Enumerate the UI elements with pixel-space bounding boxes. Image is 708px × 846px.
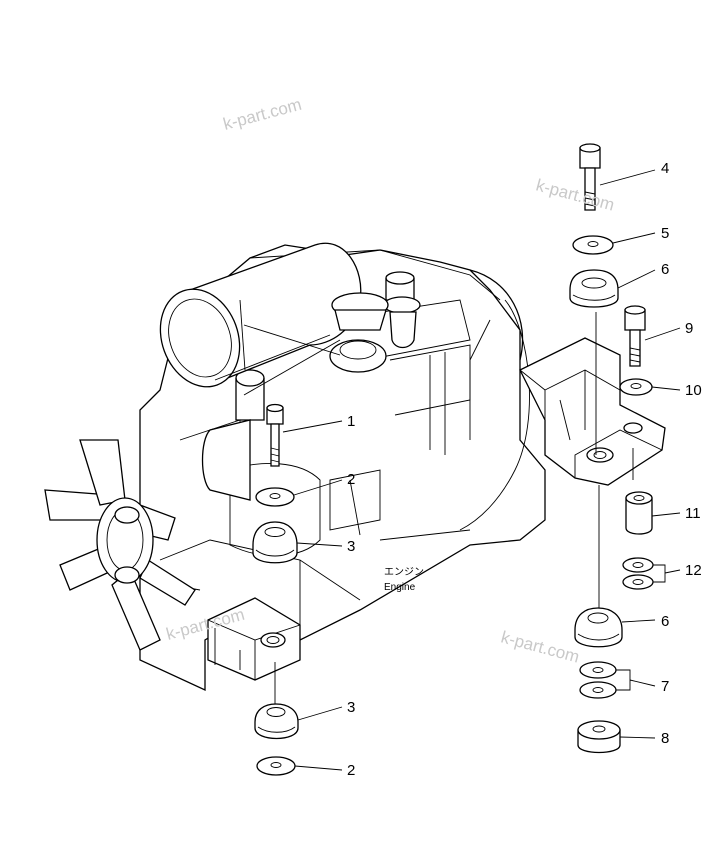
part-2-washer-upper [255, 487, 295, 507]
part-2-washer-lower [256, 756, 296, 776]
part-1-bolt [266, 403, 284, 467]
part-3-mount-lower [254, 703, 299, 740]
part-6-mount-lower [574, 607, 623, 648]
oil-filler-drawing [329, 271, 421, 373]
front-bracket-drawing [207, 597, 301, 681]
part-3-mount-upper [252, 521, 298, 564]
part-9-bolt [624, 305, 646, 367]
engine-drawing [139, 244, 546, 692]
part-12-washers [622, 557, 654, 590]
callout-10: 10 [685, 382, 702, 399]
callout-3-upper: 3 [347, 538, 355, 555]
part-11-spacer [625, 491, 653, 535]
fan-drawing [44, 439, 196, 651]
callout-numbers: 1 2 3 3 2 4 5 6 9 10 11 12 6 7 8 [347, 160, 702, 779]
engine-label-ja: エンジン [384, 567, 424, 578]
callout-5: 5 [661, 225, 669, 242]
callout-4: 4 [661, 160, 669, 177]
callout-9: 9 [685, 320, 693, 337]
watermark-1: k-part.com [221, 95, 303, 134]
air-cleaner-drawing [159, 242, 362, 388]
callout-7: 7 [661, 678, 669, 695]
part-6-mount-upper [569, 269, 619, 308]
callout-6-lower: 6 [661, 613, 669, 630]
watermark-2: k-part.com [534, 176, 616, 215]
callout-6-upper: 6 [661, 261, 669, 278]
assembly-centerlines [243, 312, 634, 704]
part-4-bolt [579, 143, 601, 211]
part-8-spacer [577, 720, 621, 754]
part-10-washer [619, 378, 653, 396]
callout-2-lower: 2 [347, 762, 355, 779]
leader-lines [282, 169, 681, 771]
callout-3-lower: 3 [347, 699, 355, 716]
watermark-4: k-part.com [499, 628, 581, 667]
callout-2-upper: 2 [347, 471, 355, 488]
callout-12: 12 [685, 562, 702, 579]
part-5-washer [572, 235, 614, 255]
callout-11: 11 [685, 505, 701, 522]
callout-8: 8 [661, 730, 669, 747]
callout-1: 1 [347, 413, 355, 430]
engine-label-en: Engine [384, 582, 416, 593]
part-7-washers [579, 661, 617, 699]
rear-bracket-drawing [519, 337, 666, 486]
